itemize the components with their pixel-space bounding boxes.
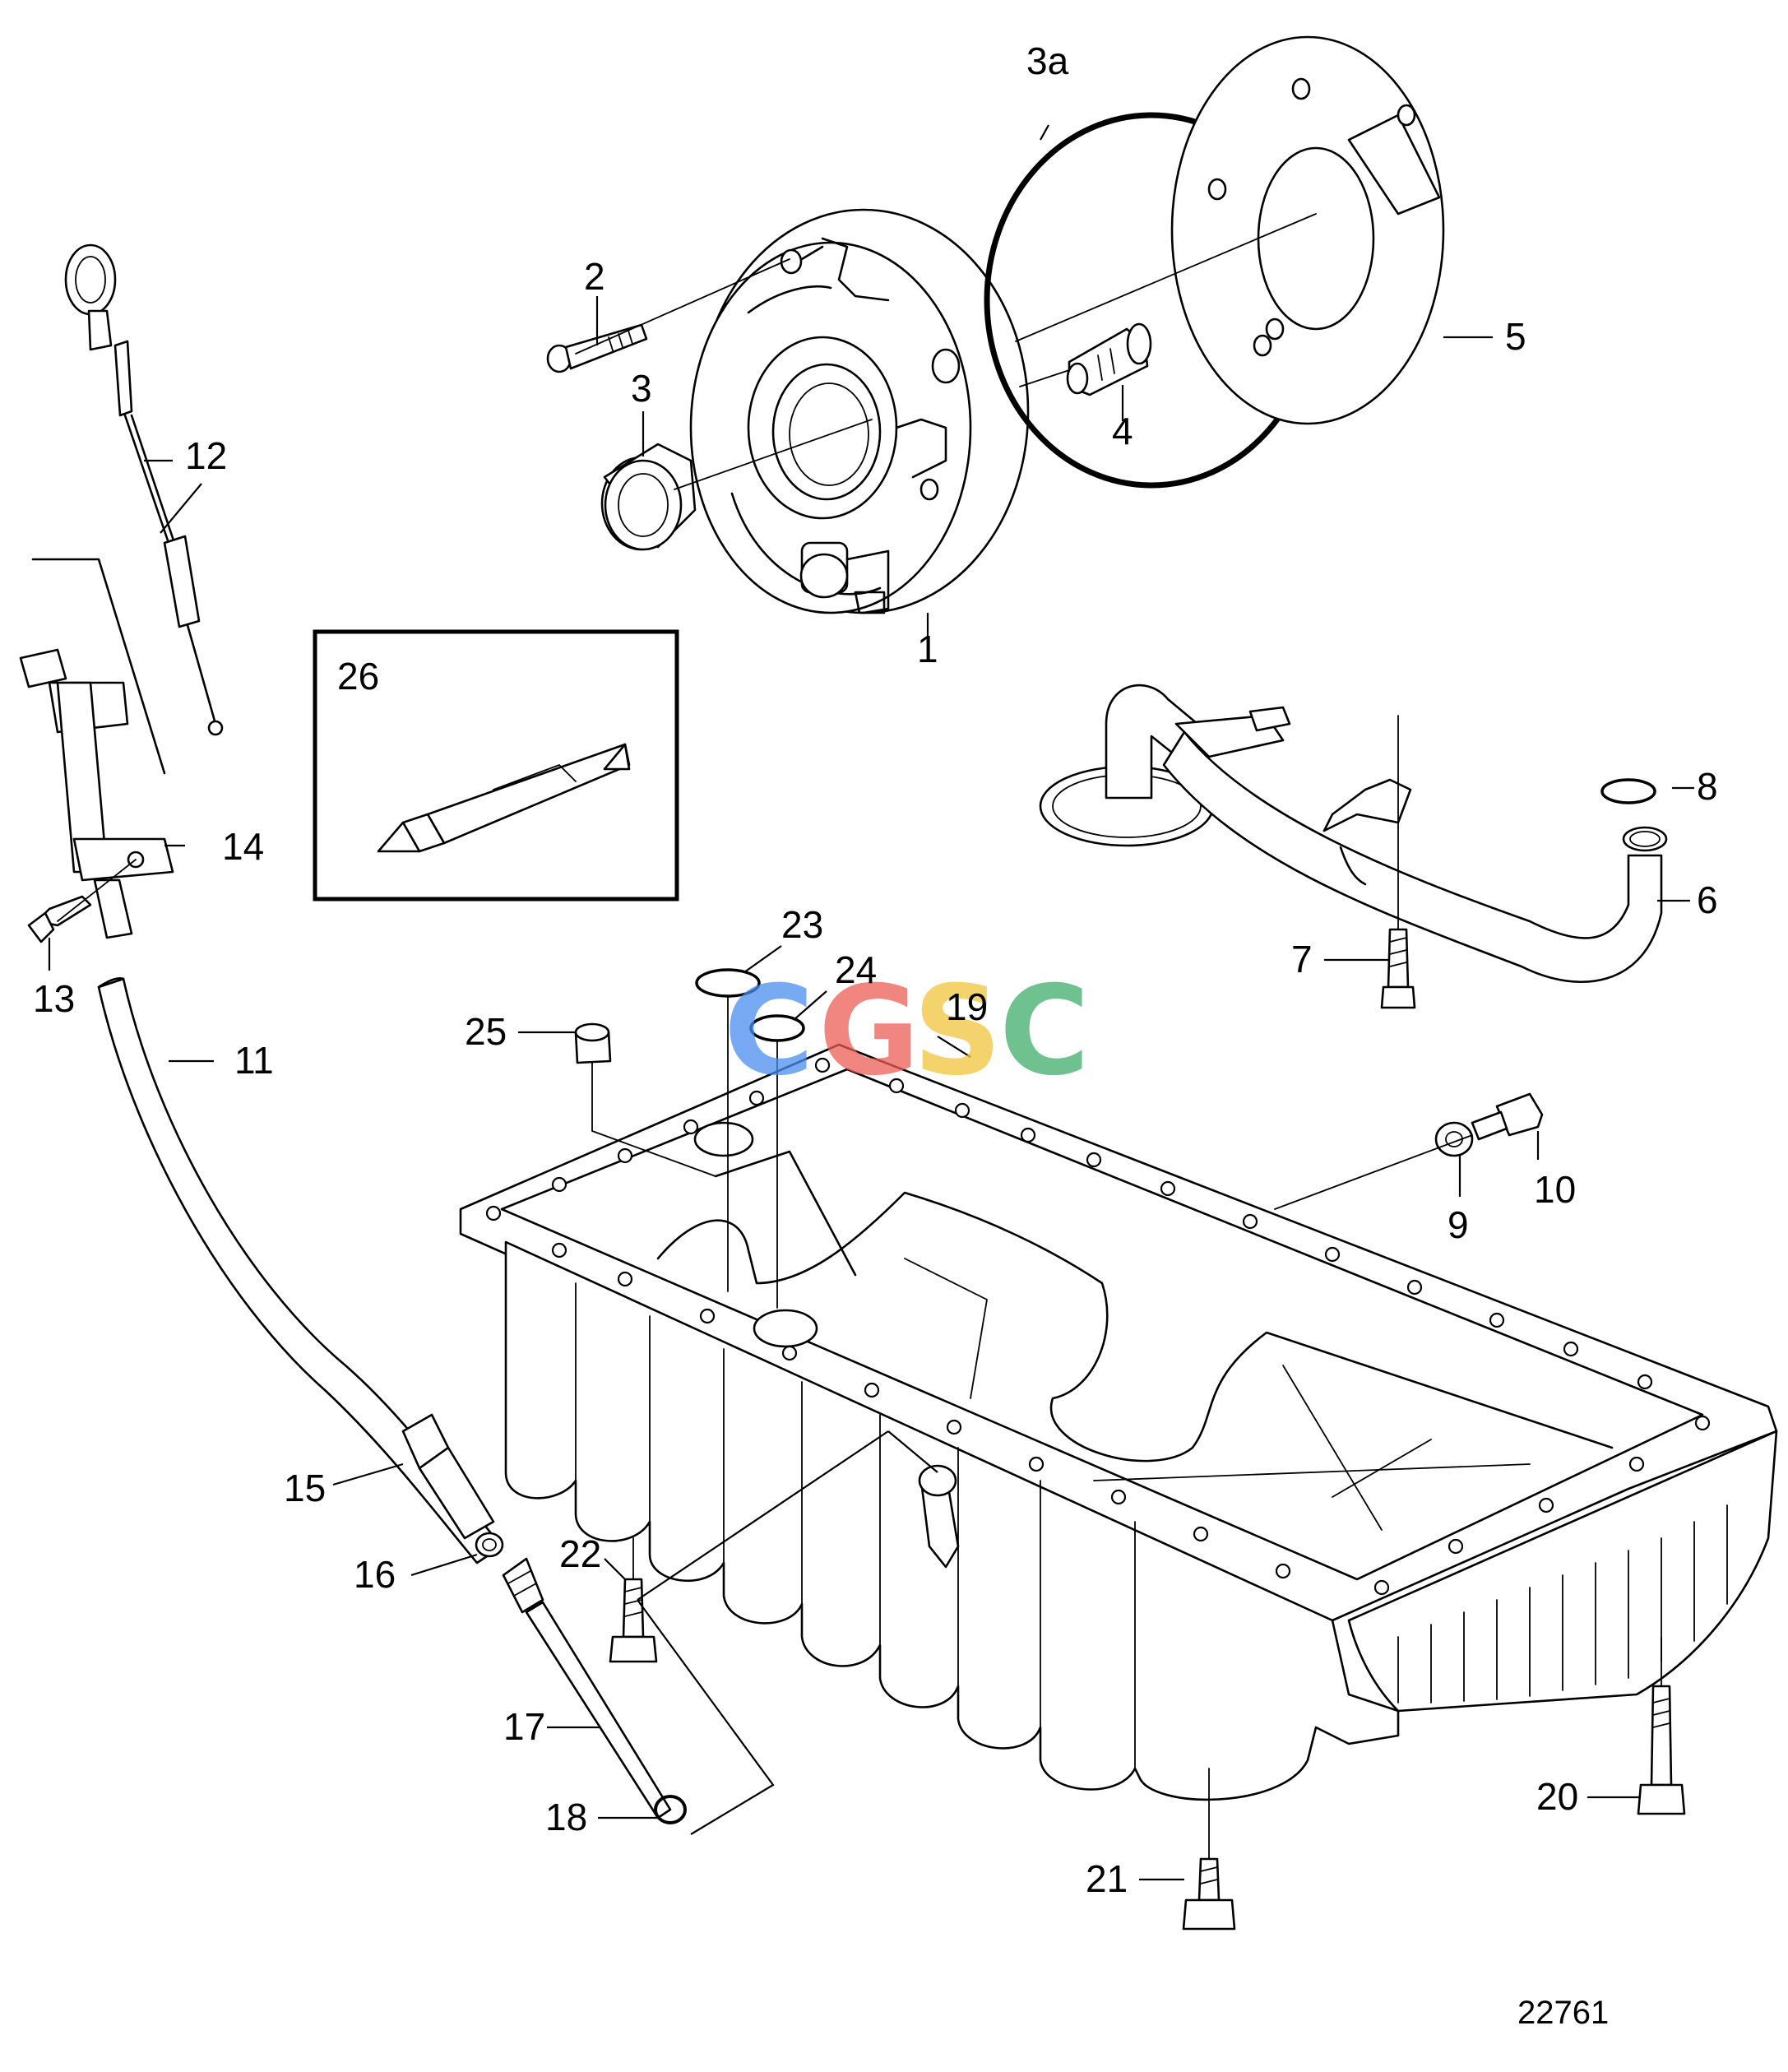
oil-pan-sealing-washer bbox=[749, 1014, 805, 1042]
callout-1: 1 bbox=[917, 628, 938, 670]
callout-21: 21 bbox=[1086, 1857, 1128, 1900]
callout-10: 10 bbox=[1534, 1168, 1576, 1211]
drain-plug bbox=[1471, 1092, 1544, 1141]
callout-3: 3 bbox=[631, 367, 652, 410]
callout-12: 12 bbox=[185, 434, 227, 477]
callout-4: 4 bbox=[1112, 410, 1133, 452]
pickup-pipe-bolt bbox=[1380, 928, 1416, 1009]
oil-pump-assembly bbox=[546, 35, 1445, 614]
dipstick bbox=[64, 243, 224, 736]
pump-cover-plate bbox=[1170, 35, 1445, 425]
lower-guide-tube bbox=[502, 1557, 672, 1819]
callout-2: 2 bbox=[584, 255, 605, 298]
guide-tube-seal bbox=[475, 1532, 504, 1558]
callout-labels: 1 2 3 3a 4 5 6 7 8 9 10 11 12 13 14 15 1… bbox=[33, 39, 1718, 1900]
document-number: 22761 bbox=[1517, 1995, 1609, 2031]
callout-13: 13 bbox=[33, 977, 75, 1020]
oil-pickup-pipe bbox=[1039, 684, 1668, 983]
guide-tube-bolt bbox=[27, 895, 92, 943]
flange-bolt-holes bbox=[485, 1057, 1711, 1596]
pressure-relief-valve bbox=[1066, 322, 1152, 396]
callout-20: 20 bbox=[1536, 1775, 1578, 1818]
watermark-letter-g: G bbox=[818, 960, 919, 1103]
watermark-letter-c1: C bbox=[724, 960, 814, 1103]
callout-9: 9 bbox=[1448, 1203, 1469, 1246]
oil-pan bbox=[459, 1043, 1778, 1801]
oil-pan-bolt-short bbox=[609, 1578, 658, 1663]
pump-shaft-seal bbox=[600, 443, 697, 551]
oil-pan-bolt-medium bbox=[1182, 1857, 1236, 1931]
sealant-kit-box bbox=[313, 629, 679, 902]
callout-19: 19 bbox=[946, 985, 988, 1028]
callout-11: 11 bbox=[234, 1039, 274, 1082]
guide-tube-nut bbox=[401, 1413, 495, 1540]
watermark-letter-s: S bbox=[913, 960, 1002, 1103]
callout-14: 14 bbox=[222, 825, 264, 868]
oil-pan-bolt-long bbox=[1637, 1685, 1686, 1815]
callout-6: 6 bbox=[1697, 878, 1718, 921]
callout-3a: 3a bbox=[1026, 39, 1069, 82]
callout-24: 24 bbox=[835, 948, 877, 991]
callout-5: 5 bbox=[1505, 315, 1526, 358]
callout-22: 22 bbox=[559, 1532, 601, 1575]
oil-pan-plug bbox=[574, 1022, 612, 1064]
callout-leaders bbox=[48, 124, 1694, 1881]
callout-7: 7 bbox=[1291, 938, 1313, 980]
lower-tube-o-ring bbox=[654, 1795, 687, 1824]
watermark: C G S C bbox=[724, 960, 1090, 1103]
oil-pan-seal-ring bbox=[695, 968, 761, 998]
callout-25: 25 bbox=[465, 1010, 507, 1053]
pickup-pipe-o-ring bbox=[1600, 778, 1656, 804]
oil-pump-body bbox=[689, 208, 1030, 614]
callout-23: 23 bbox=[781, 903, 823, 946]
callout-8: 8 bbox=[1697, 765, 1718, 808]
callout-16: 16 bbox=[354, 1553, 396, 1596]
callout-26: 26 bbox=[337, 655, 379, 698]
callout-17: 17 bbox=[503, 1705, 545, 1748]
callout-18: 18 bbox=[545, 1796, 587, 1838]
drain-plug-washer bbox=[1434, 1121, 1474, 1157]
watermark-letter-c2: C bbox=[999, 960, 1090, 1103]
callout-15: 15 bbox=[284, 1467, 326, 1509]
